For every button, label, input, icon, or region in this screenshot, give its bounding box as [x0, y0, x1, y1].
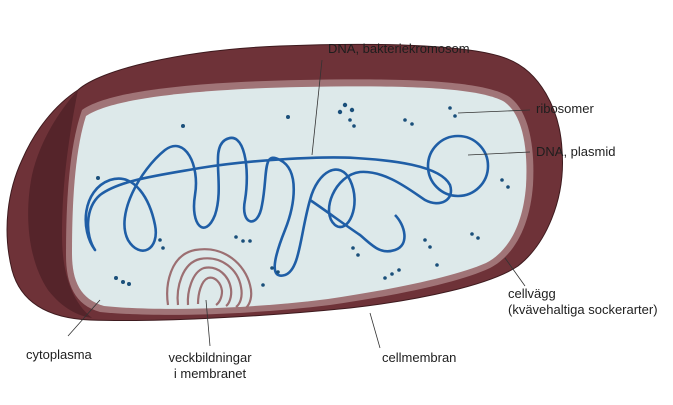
- leader-dna-plasmid: [467, 151, 531, 156]
- label-membrane-folds: veckbildningar i membranet: [162, 350, 258, 382]
- leader-lines: [67, 59, 531, 349]
- label-membrane-folds-line2: i membranet: [173, 366, 247, 381]
- leader-ribosomes: [457, 109, 531, 114]
- cell-wall-shadow: [28, 90, 93, 318]
- leader-cytoplasm: [67, 299, 101, 337]
- plasmid-ring: [426, 134, 490, 198]
- label-membrane-folds-line1: veckbildningar: [168, 350, 252, 365]
- label-cell-membrane: cellmembran: [382, 350, 457, 365]
- leader-cell-membrane: [369, 312, 381, 349]
- leader-membrane-folds: [205, 299, 211, 347]
- ribosomes: [96, 102, 510, 287]
- label-ribosomes: ribosomer: [536, 101, 594, 116]
- chromosome-dna-loop: [309, 198, 406, 253]
- label-cell-wall-line2: (kvävehaltiga sockerarter): [508, 302, 658, 317]
- membrane-folds: [166, 248, 253, 309]
- leader-dna-chromosome: [311, 59, 323, 156]
- label-cell-wall: cellvägg (kvävehaltiga sockerarter): [508, 286, 658, 318]
- label-cell-wall-line1: cellvägg: [508, 286, 556, 301]
- label-dna-plasmid: DNA, plasmid: [536, 144, 616, 159]
- leader-cell-wall: [504, 257, 526, 287]
- label-dna-chromosome: DNA, bakteriekromosom: [328, 41, 470, 56]
- chromosome-dna: [84, 136, 453, 277]
- label-cytoplasm: cytoplasma: [26, 347, 92, 362]
